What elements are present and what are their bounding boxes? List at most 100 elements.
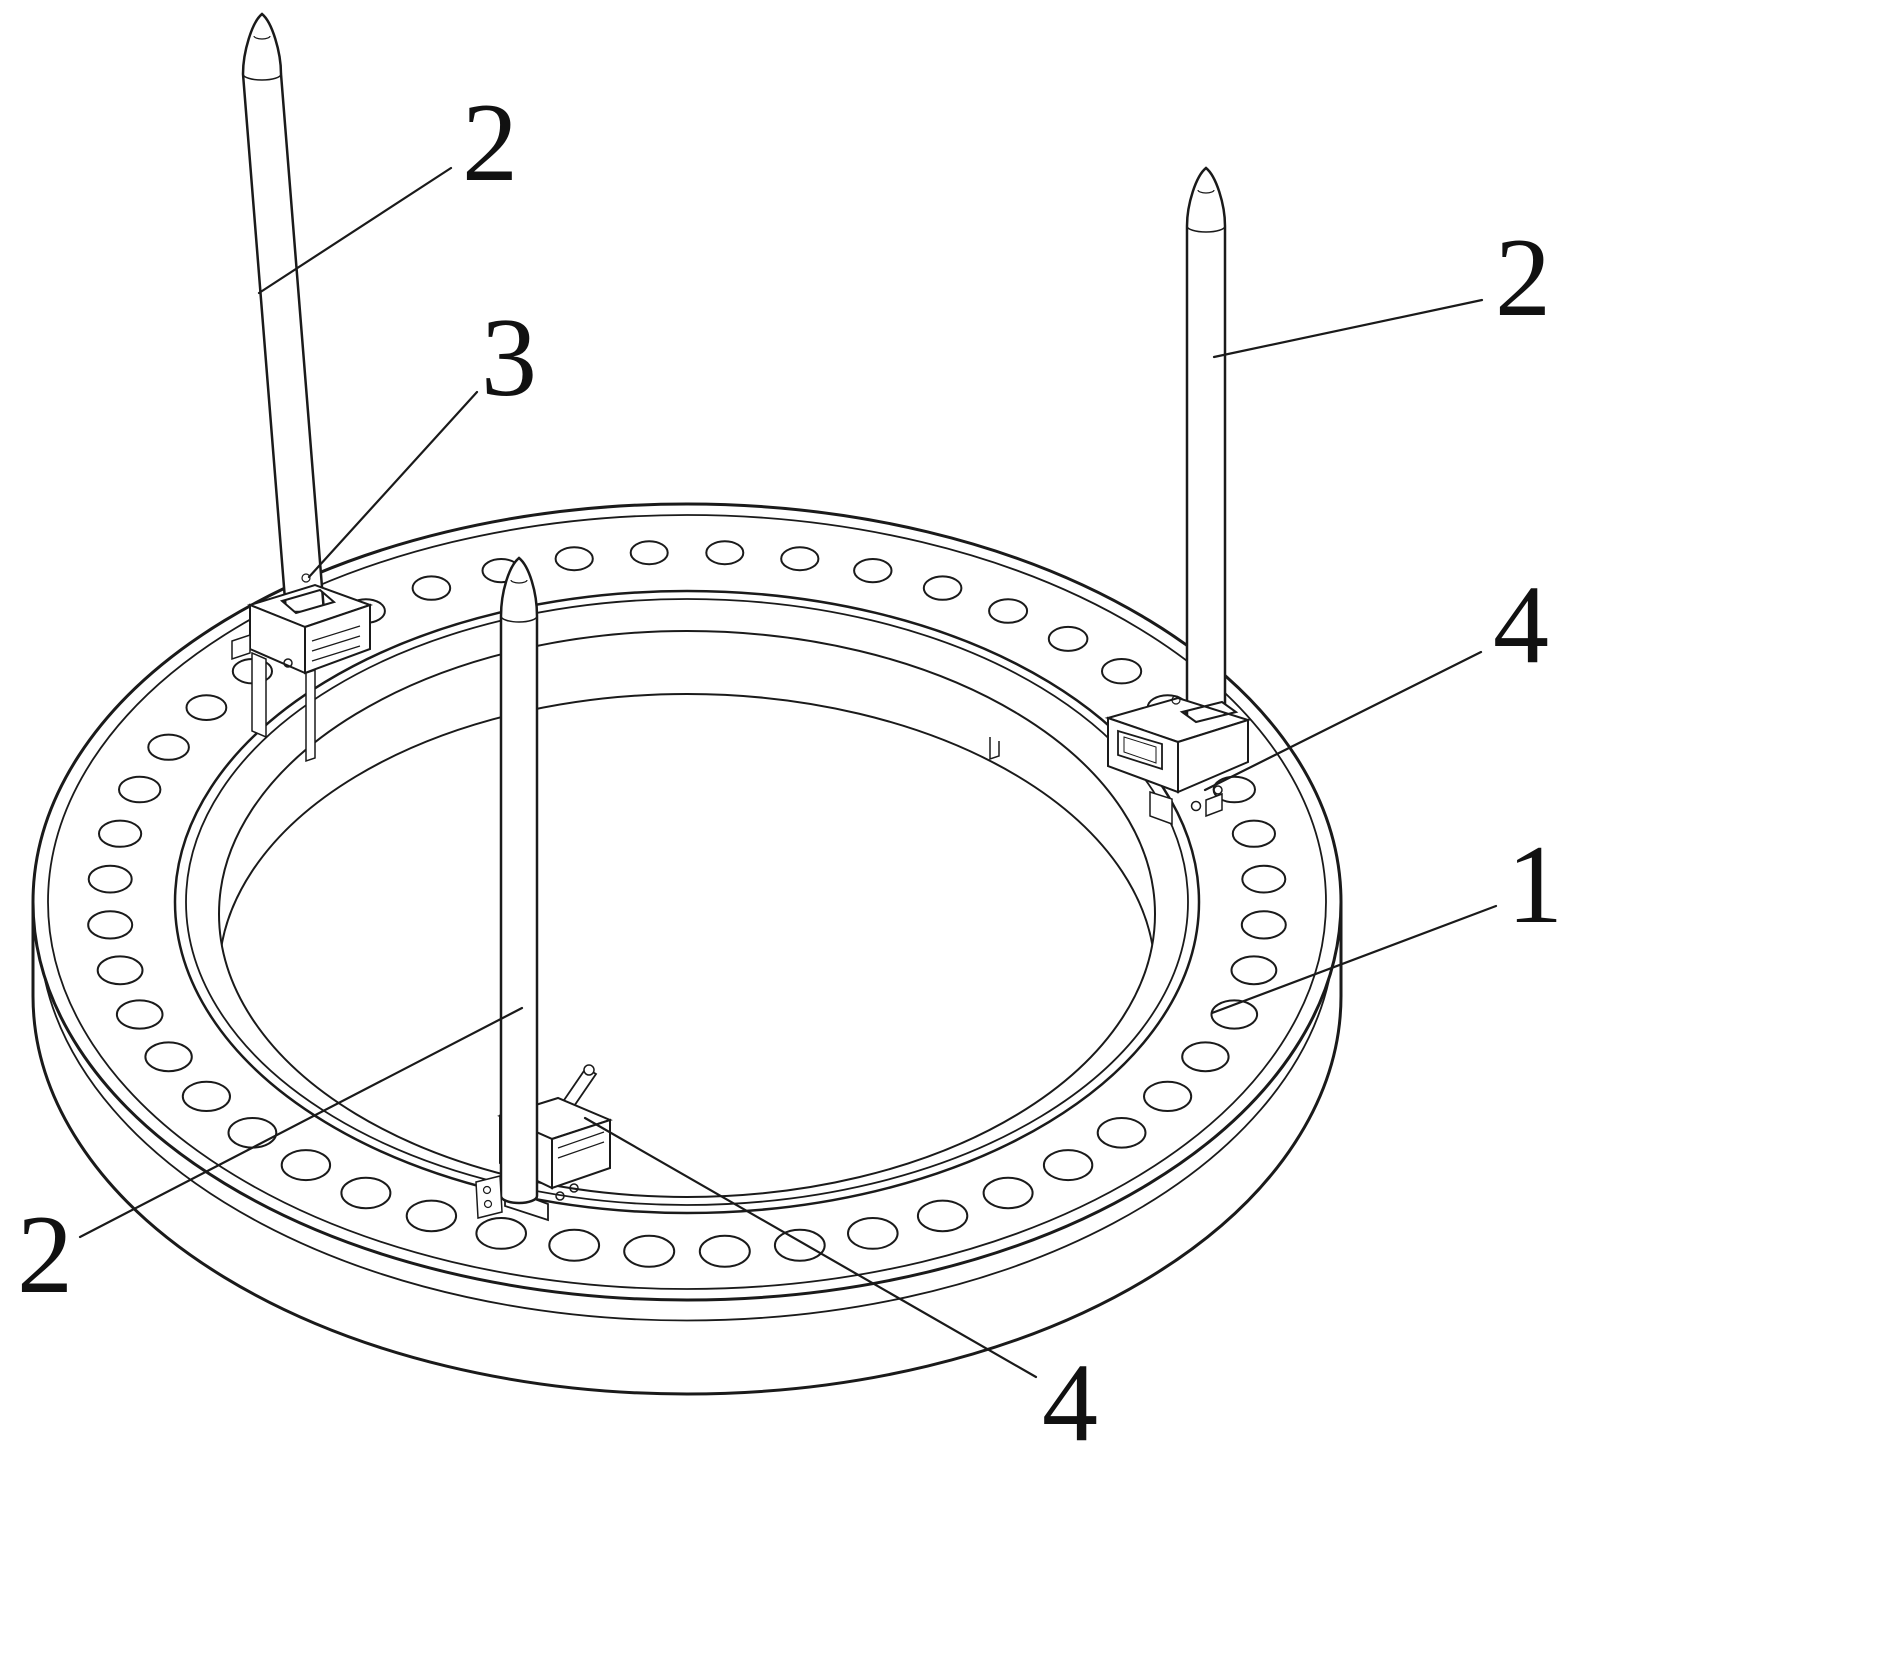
- bolt-hole: [405, 1199, 458, 1233]
- bolt-hole: [847, 1217, 899, 1250]
- fixture-right: [1104, 695, 1252, 826]
- bolt-hole: [98, 819, 143, 848]
- bolt-hole: [705, 540, 745, 566]
- bolt-hole: [853, 558, 893, 584]
- bolt-hole: [340, 1176, 392, 1210]
- callout-rod-top-left: 2: [462, 81, 518, 205]
- flange-ring: [31, 502, 1343, 1396]
- front-clamp-screw-1: [482, 1185, 492, 1195]
- bolt-hole: [227, 1117, 278, 1149]
- bolt-hole: [1096, 1117, 1147, 1149]
- ring-outer-edge: [31, 502, 1343, 1302]
- leader-flange-ring: [1210, 904, 1498, 1015]
- bolt-hole: [96, 955, 144, 986]
- ring-bore-bottom-edge: [219, 693, 1155, 976]
- guide-rod-right: [1185, 166, 1227, 727]
- bolt-hole: [1240, 910, 1287, 940]
- leader-fixture-center: [583, 1116, 1038, 1379]
- bolt-hole: [118, 775, 162, 804]
- bolt-hole: [548, 1228, 601, 1262]
- bolt-hole: [1047, 625, 1089, 652]
- leader-rod-top-right: [1212, 298, 1484, 359]
- bolt-hole: [115, 999, 164, 1030]
- rod-center-cap-seam: [500, 615, 538, 623]
- bolt-hole: [780, 546, 820, 572]
- bolt-hole: [1181, 1041, 1230, 1073]
- fixture-right-knob: [1171, 695, 1181, 705]
- bolt-hole: [1241, 864, 1287, 894]
- rod-right-tip-seam: [1197, 189, 1215, 194]
- fixture-right-display-window: [1117, 729, 1163, 771]
- bolt-hole: [988, 598, 1029, 624]
- rod-left-cap-seam: [242, 73, 282, 81]
- bolt-hole: [698, 1234, 751, 1268]
- fixture-square-collar: [231, 573, 374, 763]
- rod-center-body: [499, 556, 539, 1205]
- fixture-right-clamp: [1149, 790, 1173, 826]
- rod-center-tip-seam: [510, 579, 528, 584]
- bolt-hole: [475, 1217, 528, 1250]
- front-clamp-plate: [475, 1175, 503, 1219]
- ring-outer-wall: [31, 902, 1343, 1396]
- leader-lines: [78, 166, 1498, 1379]
- fixture-center-screw-2: [569, 1183, 579, 1193]
- leader-rod-center: [78, 1006, 524, 1239]
- ring-ledge-edge: [218, 630, 1156, 1198]
- fixture-right-display-inner: [1123, 736, 1157, 764]
- fixture-left-front-right-face: [304, 603, 371, 675]
- fixture-center-screw-1: [555, 1191, 565, 1201]
- bolt-hole: [623, 1234, 676, 1268]
- leader-fixture-right: [1203, 650, 1483, 792]
- bolt-hole: [1210, 999, 1259, 1030]
- bolt-hole: [144, 1041, 193, 1073]
- bolt-hole: [411, 575, 452, 601]
- ring-inner-chamfer: [185, 598, 1189, 1206]
- callout-fixture-right: 4: [1493, 563, 1549, 687]
- fixture-left-screw: [283, 658, 293, 668]
- fixture-center-knob: [583, 1064, 595, 1076]
- fixture-left-vents: [311, 625, 361, 662]
- bolt-hole: [1042, 1149, 1094, 1182]
- guide-rod-center: [499, 556, 539, 1205]
- fixture-left-leg: [251, 651, 267, 739]
- callout-labels: 2 3 2 4 1 2 4: [17, 81, 1563, 1465]
- bolt-hole: [922, 575, 963, 601]
- bolt-hole: [554, 546, 594, 572]
- leader-fixture-square: [307, 390, 479, 579]
- fixture-center-front-clamp: [475, 1175, 503, 1219]
- bolt-hole: [773, 1228, 826, 1262]
- rod-right-cap-seam: [1186, 225, 1226, 233]
- ring-outer-chamfer: [47, 514, 1327, 1290]
- callout-fixture-center: 4: [1042, 1341, 1098, 1465]
- fixture-right-bracket: [1205, 792, 1223, 818]
- callout-rod-center: 2: [17, 1193, 73, 1317]
- callout-rod-top-right: 2: [1495, 216, 1551, 340]
- ring-ledge-notch: [989, 737, 1000, 761]
- fixture-right-screw-1: [1190, 800, 1202, 812]
- bolt-hole: [1143, 1080, 1193, 1113]
- bolt-hole: [1231, 819, 1277, 848]
- guide-rod-left: [241, 12, 326, 614]
- fixture-left-knob: [301, 573, 311, 583]
- fixture-left-pin: [305, 668, 316, 763]
- bolt-hole: [185, 694, 228, 721]
- fixture-left-tab: [231, 633, 251, 661]
- bolt-hole: [629, 540, 669, 566]
- bolt-hole: [87, 910, 134, 940]
- bolt-hole: [280, 1149, 332, 1182]
- fixture-right-screw-2: [1213, 785, 1223, 795]
- rod-left-body: [241, 12, 326, 614]
- callout-flange-ring: 1: [1507, 823, 1563, 947]
- bolt-hole: [1101, 658, 1143, 685]
- rod-right-body: [1185, 166, 1227, 727]
- bolt-hole: [181, 1080, 231, 1113]
- fixture-right-side-face: [1177, 718, 1249, 794]
- rod-left-tip-seam: [253, 35, 271, 40]
- bolt-hole: [916, 1199, 969, 1233]
- front-clamp-screw-2: [483, 1199, 493, 1209]
- bolt-hole: [147, 733, 190, 761]
- callout-fixture-square: 3: [481, 296, 537, 420]
- ring-inner-edge: [173, 589, 1201, 1215]
